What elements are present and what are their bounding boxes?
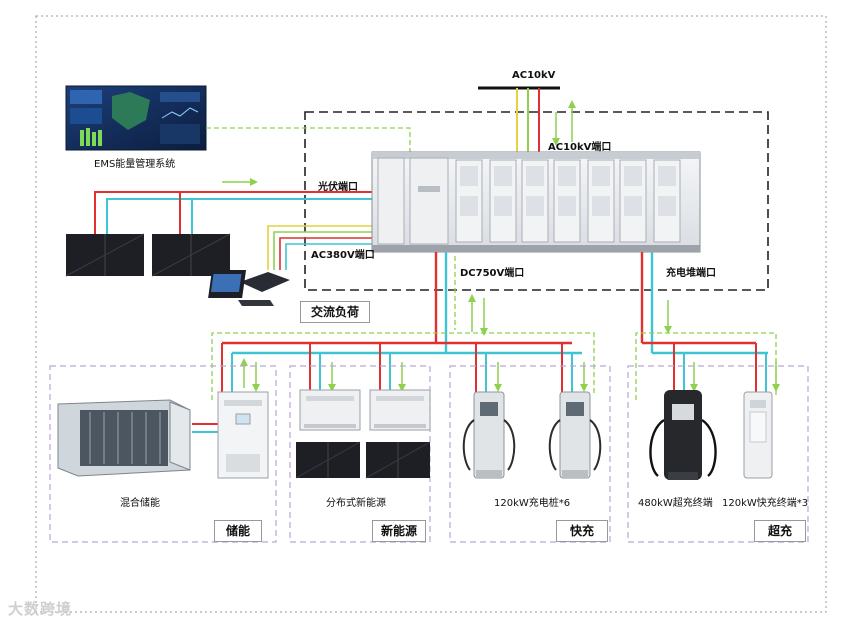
inverter-right [369, 389, 431, 431]
dc750-port-label: DC750V端口 [460, 268, 525, 279]
super-charger-480kw [649, 390, 717, 480]
charger-right [548, 391, 602, 479]
pv-panel-left [65, 233, 145, 277]
charger-left [462, 391, 516, 479]
section-storage [49, 365, 277, 543]
super-caption-a: 480kW超充终端 [638, 498, 713, 509]
pv-panel-small-left [295, 441, 361, 479]
fast-terminal-120kw [743, 391, 773, 479]
inverter-left [299, 389, 361, 431]
super-tag: 超充 [754, 520, 806, 542]
ems-screen [65, 85, 207, 151]
outer-frame [35, 15, 827, 613]
new-energy-caption: 分布式新能源 [326, 498, 386, 509]
ac380-port-label: AC380V端口 [311, 250, 375, 261]
pv-panel-right [151, 233, 231, 277]
ac10kv-port-label: AC10kV端口 [548, 142, 612, 153]
new-energy-tag: 新能源 [372, 520, 426, 542]
ems-label: EMS能量管理系统 [94, 159, 176, 170]
computer-icon [208, 270, 290, 306]
storage-inverter-cabinet [217, 391, 269, 479]
hybrid-storage-container [57, 399, 191, 477]
pv-panel-small-right [365, 441, 431, 479]
ac10kv-bus-label: AC10kV [512, 70, 556, 81]
storage-tag: 储能 [214, 520, 262, 542]
pv-port-label: 光伏端口 [318, 182, 358, 193]
fast-tag: 快充 [556, 520, 608, 542]
watermark: 大数跨境 [8, 600, 73, 618]
storage-caption: 混合储能 [120, 498, 160, 509]
super-caption-b: 120kW快充终端*3 [722, 498, 809, 509]
ac-load-tag: 交流负荷 [300, 301, 370, 323]
charging-port-label: 充电堆端口 [666, 268, 716, 279]
container-box [304, 111, 769, 291]
section-new-energy [289, 365, 431, 543]
fast-caption: 120kW充电桩*6 [494, 498, 571, 509]
energy-container [371, 151, 701, 253]
section-fast [449, 365, 611, 543]
section-super [627, 365, 809, 543]
